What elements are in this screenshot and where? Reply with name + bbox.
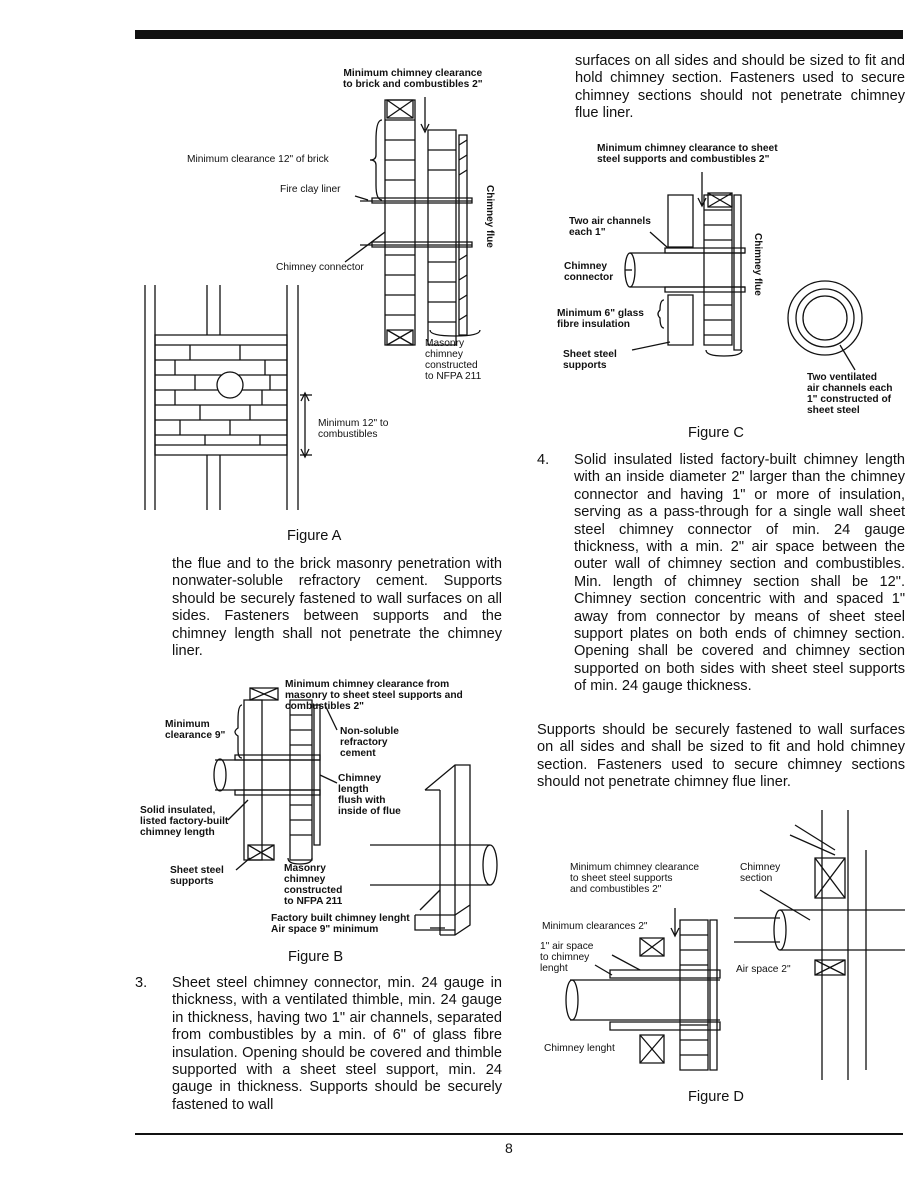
label-non-soluble: Non-soluble refractory cement	[340, 726, 399, 759]
label-chimney-length-flush: Chimney length flush with inside of flue	[338, 773, 401, 817]
paragraph-supports: Supports should be securely fastened to …	[537, 722, 905, 791]
label-fire-clay-liner: Fire clay liner	[280, 184, 341, 195]
label-min-12-combustibles: Minimum 12" to combustibles	[318, 418, 389, 440]
label-chimney-flue: Chimney flue	[484, 185, 495, 248]
label-min-clearances-2: Minimum clearances 2"	[542, 921, 648, 932]
list-number: 4.	[537, 452, 550, 468]
label-air-space-chimney: 1" air space to chimney lenght	[540, 941, 594, 974]
figure-a-caption: Figure A	[287, 528, 342, 544]
label-min-clearance-masonry: Minimum chimney clearance from masonry t…	[285, 679, 463, 712]
label-chimney-connector: Chimney connector	[276, 262, 364, 273]
label-min-chimney-clearance: Minimum chimney clearance to brick and c…	[343, 68, 483, 90]
label-chimney-connector-c: Chimney connector	[564, 261, 614, 283]
list-text: Sheet steel chimney connector, min. 24 g…	[172, 975, 502, 1113]
bottom-rule	[135, 1133, 903, 1135]
list-text: Solid insulated listed factory-built chi…	[574, 452, 905, 695]
paragraph-right-top: surfaces on all sides and should be size…	[575, 53, 905, 122]
label-solid-insulated: Solid insulated, listed factory-built ch…	[140, 805, 229, 838]
label-min-clearance-brick: Minimum clearance 12" of brick	[187, 154, 329, 165]
label-min-clearance-sheet-steel: Minimum chimney clearance to sheet steel…	[597, 143, 778, 165]
label-chimney-lenght: Chimney lenght	[544, 1043, 615, 1054]
label-masonry-b: Masonry chimney constructed to NFPA 211	[284, 863, 343, 907]
list-number: 3.	[135, 975, 148, 991]
page-number: 8	[505, 1140, 513, 1156]
label-sheet-steel-supports: Sheet steel supports	[170, 865, 224, 887]
label-two-air-channels: Two air channels each 1"	[569, 216, 651, 238]
label-sheet-steel-supports-c: Sheet steel supports	[563, 349, 617, 371]
label-air-space-2: Air space 2"	[736, 964, 791, 975]
list-item-3: 3. Sheet steel chimney connector, min. 2…	[135, 975, 503, 1120]
top-rule	[135, 30, 903, 39]
figure-b-caption: Figure B	[288, 949, 344, 965]
label-masonry: Masonry chimney constructed to NFPA 211	[425, 338, 482, 382]
figure-c-caption: Figure C	[688, 425, 744, 441]
label-min-6-glass: Minimum 6" glass fibre insulation	[557, 308, 644, 330]
label-two-ventilated: Two ventilated air channels each 1" cons…	[807, 372, 893, 416]
paragraph-a: the flue and to the brick masonry penetr…	[172, 556, 502, 660]
label-min-clearance-9: Minimum clearance 9"	[165, 719, 226, 741]
list-item-4: 4. Solid insulated listed factory-built …	[537, 452, 905, 702]
label-chimney-flue-c: Chimney flue	[752, 233, 763, 296]
label-factory-built: Factory built chimney lenght Air space 9…	[271, 913, 410, 935]
label-chimney-section: Chimney section	[740, 862, 781, 884]
figure-d-caption: Figure D	[688, 1089, 744, 1105]
label-min-clearance-supports: Minimum chimney clearance to sheet steel…	[570, 862, 700, 895]
